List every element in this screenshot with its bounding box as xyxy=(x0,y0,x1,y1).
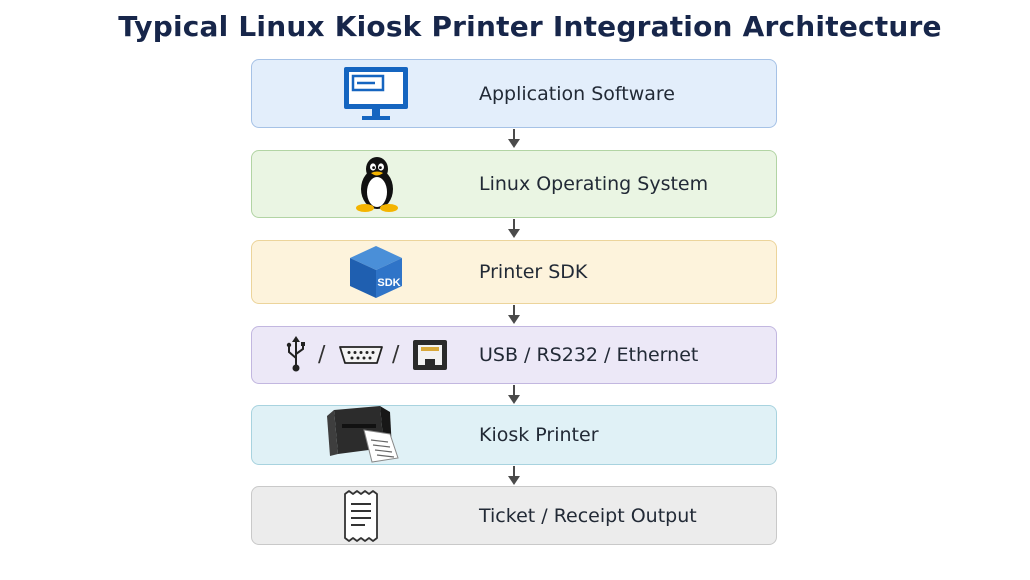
layer-linux-operating-system: Linux Operating System xyxy=(251,150,777,218)
serial-port-icon xyxy=(339,346,383,364)
layer-label: Linux Operating System xyxy=(479,173,709,195)
monitor-icon xyxy=(344,66,408,120)
arrow-down-icon xyxy=(508,385,520,404)
receipt-icon xyxy=(344,489,378,542)
diagram-title: Typical Linux Kiosk Printer Integration … xyxy=(118,10,942,43)
arrow-down-icon xyxy=(508,219,520,238)
layer-printer-sdk: SDK Printer SDK xyxy=(251,240,777,304)
sdk-icon-text: SDK xyxy=(377,277,400,289)
arrow-down-icon xyxy=(508,129,520,148)
sdk-cube-icon: SDK xyxy=(350,246,402,298)
layer-ticket-receipt-output: Ticket / Receipt Output xyxy=(251,486,777,545)
tux-penguin-icon xyxy=(356,157,398,212)
interface-separator: / xyxy=(318,342,326,368)
printer-icon xyxy=(327,406,399,463)
layer-label: Ticket / Receipt Output xyxy=(479,504,697,527)
arrow-down-icon xyxy=(508,305,520,324)
layer-application-software: Application Software xyxy=(251,59,777,128)
layer-label: Kiosk Printer xyxy=(479,424,599,446)
layer-label: Application Software xyxy=(479,82,675,105)
layer-kiosk-printer: Kiosk Printer xyxy=(251,405,777,465)
layer-label: USB / RS232 / Ethernet xyxy=(479,344,699,366)
interface-separator: / xyxy=(392,342,400,368)
usb-icon xyxy=(286,336,305,372)
ethernet-port-icon xyxy=(413,340,447,370)
layer-label: Printer SDK xyxy=(479,261,588,283)
arrow-down-icon xyxy=(508,466,520,485)
layer-usb-rs232-ethernet: / / USB / RS232 / Ethernet xyxy=(251,326,777,384)
